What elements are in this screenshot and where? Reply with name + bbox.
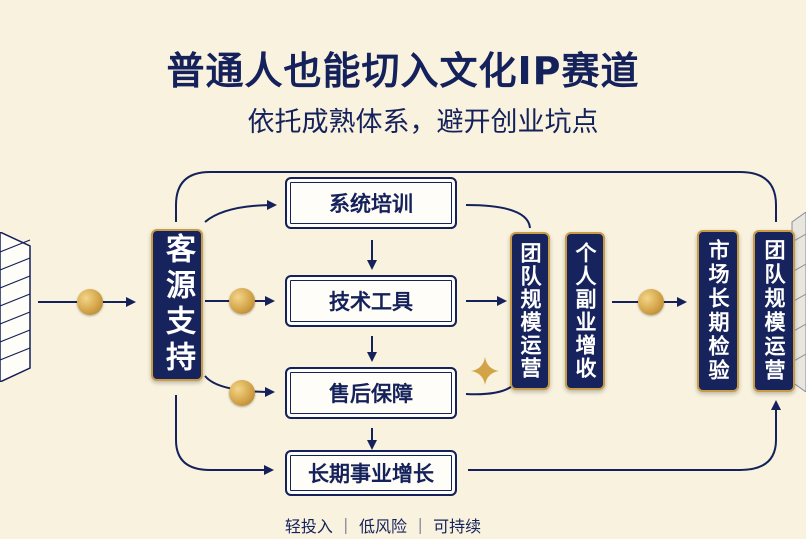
page-subtitle: 依托成熟体系，避开创业坑点: [247, 107, 599, 138]
gold-dot-after-sales: [229, 380, 255, 406]
sparkle-icon: [471, 357, 499, 385]
gold-dot-incoming: [77, 289, 103, 315]
pillar-team-ops-1-label: 团队规模运营: [518, 242, 542, 380]
page-title: 普通人也能切入文化IP赛道: [166, 49, 640, 93]
gold-dot-market: [638, 289, 664, 315]
box-growth: 长期事业增长: [285, 450, 457, 496]
training-to-team-line: [465, 204, 531, 229]
pillar-market-test: 市场长期检验: [697, 230, 739, 392]
arrow-to-after-sales: [204, 375, 275, 397]
pillar-customer-source: 客源支持: [151, 229, 203, 381]
box-tools-label: 技术工具: [329, 290, 413, 314]
pillar-market-test-label: 市场长期检验: [706, 239, 730, 383]
pillar-team-ops-2: 团队规模运营: [753, 230, 795, 392]
gold-dot-tools: [229, 288, 255, 314]
arrow-to-training: [204, 200, 277, 223]
box-growth-label: 长期事业增长: [308, 462, 434, 486]
box-training-label: 系统培训: [329, 192, 413, 216]
box-after-sales-label: 售后保障: [329, 382, 413, 406]
box-after-sales: 售后保障: [285, 367, 457, 419]
pillar-side-income: 个人副业增收: [565, 232, 605, 390]
pillar-customer-source-label: 客源支持: [160, 233, 195, 377]
footer-tagline: 轻投入 ｜ 低风险 ｜ 可持续: [284, 517, 482, 536]
box-tools: 技术工具: [285, 275, 457, 327]
arrow-to-growth: [175, 395, 274, 475]
box-training: 系统培训: [285, 177, 457, 229]
left-deco-shape: [0, 232, 31, 382]
pillar-side-income-label: 个人副业增收: [573, 242, 597, 380]
arrow-growth-to-team: [468, 400, 781, 471]
pillar-team-ops-1: 团队规模运营: [510, 232, 550, 390]
pillar-team-ops-2-label: 团队规模运营: [762, 239, 786, 383]
top-loop-line: [175, 171, 777, 222]
